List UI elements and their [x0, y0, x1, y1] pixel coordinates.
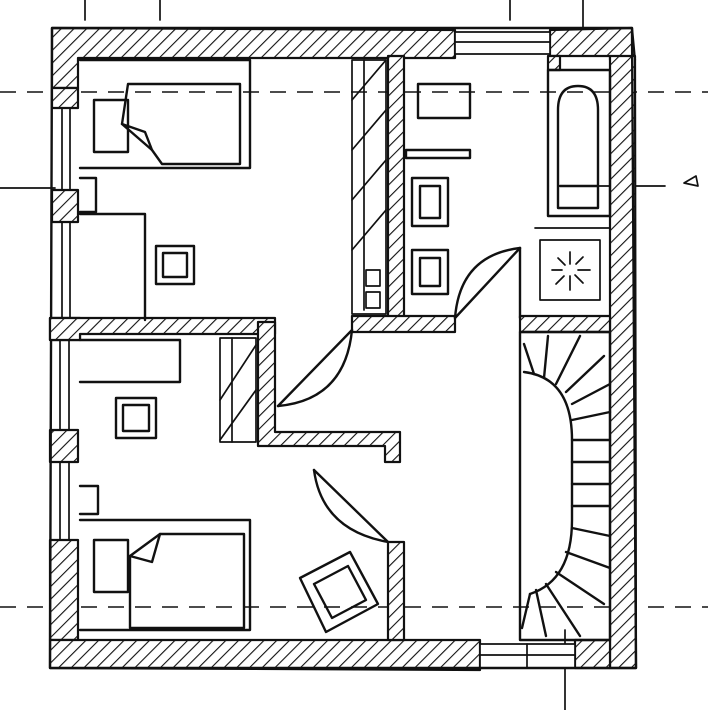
reference-ticks — [0, 0, 666, 710]
armchair — [298, 550, 380, 634]
bed-lower — [78, 518, 252, 632]
wall-left-upper — [50, 86, 80, 110]
shower-drain-icon — [539, 239, 601, 301]
washbasin — [410, 248, 450, 296]
door-upper-bedroom — [276, 328, 354, 408]
door-lower-bedroom-swing — [312, 468, 390, 544]
closet-lower — [219, 337, 257, 443]
windows-left — [59, 107, 71, 541]
wall-stair-top — [518, 314, 612, 334]
door-lower-bedroom — [312, 468, 390, 544]
wall-bottom-right — [573, 638, 612, 670]
wall-left-mid-3 — [48, 428, 80, 464]
nightstand-lower — [78, 484, 100, 516]
wall-bedroom-divider — [48, 316, 277, 342]
desk-upper — [78, 212, 147, 322]
exterior-outline — [48, 26, 638, 670]
door-bathroom-swing — [453, 246, 522, 320]
chair-lower — [114, 396, 158, 440]
window-top — [454, 31, 551, 55]
wall-lower-l — [256, 320, 402, 464]
triangle-marker-icon — [683, 175, 699, 187]
sink — [404, 82, 472, 160]
wall-left-lower — [48, 538, 80, 642]
wall-bath-tub-end — [546, 54, 562, 72]
closet-upper — [351, 59, 387, 315]
wall-bath-left — [386, 54, 406, 332]
staircase — [518, 330, 612, 642]
toilet — [410, 176, 450, 228]
nightstand-upper — [78, 176, 98, 214]
exterior-walls — [48, 26, 638, 672]
door-bathroom — [453, 246, 522, 320]
wall-closet-base — [350, 314, 457, 334]
chair-upper — [154, 244, 196, 286]
wall-lower-right — [386, 540, 406, 642]
door-upper-bedroom-swing — [276, 328, 354, 408]
wall-left-mid-1 — [50, 188, 80, 224]
doors — [276, 246, 522, 544]
bathtub — [546, 68, 612, 218]
bed-upper — [78, 58, 252, 170]
wall-bottom-left — [48, 638, 482, 672]
desk-lower — [78, 338, 182, 384]
interior-walls — [48, 54, 612, 642]
